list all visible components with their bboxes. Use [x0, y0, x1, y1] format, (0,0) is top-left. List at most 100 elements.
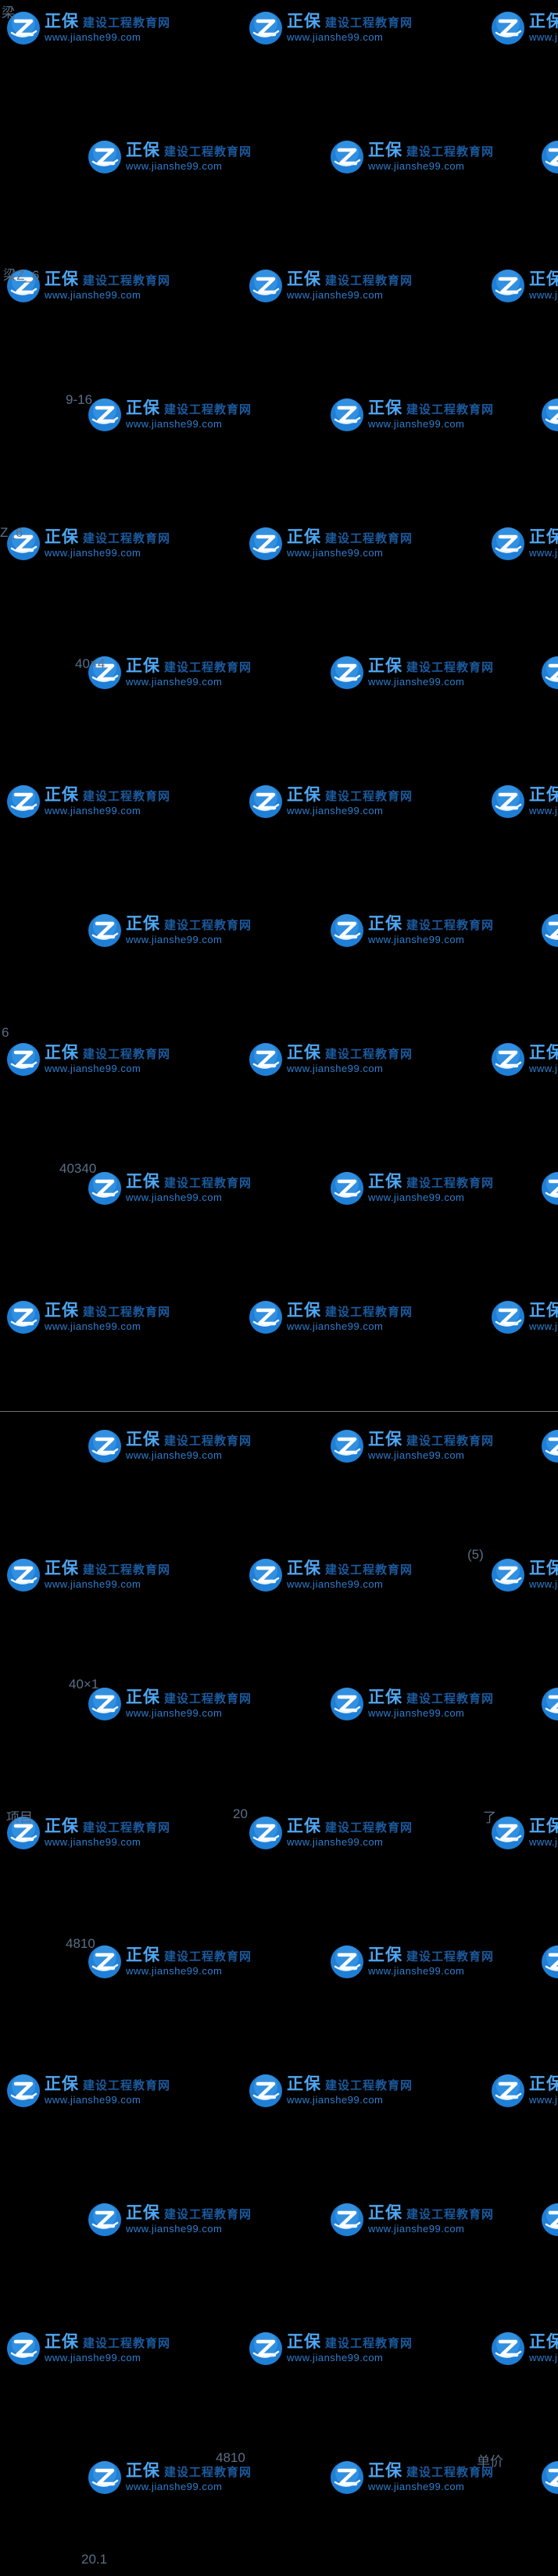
watermark-brand: 正保 — [45, 2074, 79, 2093]
watermark-title-line: 正保 建设工程教育网 — [529, 1302, 558, 1320]
watermark-title-line: 正保 建设工程教育网 — [126, 2204, 252, 2223]
zhengbao-logo-icon — [541, 2460, 558, 2495]
watermark-brand: 正保 — [529, 2332, 558, 2351]
zhengbao-logo-icon — [6, 1816, 41, 1850]
watermark-text: 正保 建设工程教育网 www.jianshe99.com — [368, 1946, 494, 1978]
watermark-text: 正保 建设工程教育网 www.jianshe99.com — [126, 399, 252, 431]
watermark-brand: 正保 — [368, 1430, 402, 1449]
watermark-brand: 正保 — [45, 270, 79, 288]
zhengbao-logo-icon — [541, 1945, 558, 1979]
watermark: 正保 建设工程教育网 www.jianshe99.com — [88, 398, 252, 432]
watermark-url: www.jianshe99.com — [368, 1449, 465, 1462]
watermark: 正保 建设工程教育网 www.jianshe99.com — [541, 913, 558, 948]
watermark-brand: 正保 — [126, 1688, 160, 1706]
watermark-site-name: 建设工程教育网 — [164, 918, 252, 932]
watermark-title-line: 正保 建设工程教育网 — [529, 786, 558, 805]
watermark-brand: 正保 — [287, 1301, 321, 1320]
watermark-url: www.jianshe99.com — [45, 547, 141, 559]
watermark-title-line: 正保 建设工程教育网 — [529, 1560, 558, 1578]
zhengbao-logo-icon — [6, 527, 41, 561]
zhengbao-logo-icon — [249, 784, 283, 819]
watermark-title-line: 正保 建设工程教育网 — [368, 915, 494, 934]
watermark: 正保 建设工程教育网 www.jianshe99.com — [88, 140, 252, 174]
text-fragment: Z_6 — [0, 525, 23, 540]
watermark-text: 正保 建设工程教育网 www.jianshe99.com — [368, 915, 494, 946]
watermark-url: www.jianshe99.com — [126, 2481, 223, 2493]
zhengbao-logo-icon — [491, 1816, 525, 1850]
watermark-title-line: 正保 建设工程教育网 — [368, 1431, 494, 1449]
watermark-text: 正保 建设工程教育网 www.jianshe99.com — [45, 2075, 170, 2106]
watermark-site-name: 建设工程教育网 — [83, 2078, 171, 2092]
watermark-text: 正保 建设工程教育网 www.jianshe99.com — [126, 1688, 252, 1720]
watermark-title-line: 正保 建设工程教育网 — [368, 1173, 494, 1192]
zhengbao-logo-icon — [88, 398, 122, 432]
watermark-url: www.jianshe99.com — [529, 1320, 558, 1333]
watermark-url: www.jianshe99.com — [45, 2352, 141, 2364]
zhengbao-logo-icon — [249, 2331, 283, 2366]
watermark: 正保 建设工程教育网 www.jianshe99.com — [249, 269, 413, 303]
watermark-url: www.jianshe99.com — [287, 1578, 384, 1591]
watermark-text: 正保 建设工程教育网 www.jianshe99.com — [529, 1302, 558, 1333]
watermark-site-name: 建设工程教育网 — [406, 2207, 495, 2221]
watermark-site-name: 建设工程教育网 — [164, 2207, 252, 2221]
zhengbao-logo-icon — [541, 1429, 558, 1463]
watermark: 正保 建设工程教育网 www.jianshe99.com — [330, 1687, 494, 1721]
watermark-url: www.jianshe99.com — [126, 160, 223, 173]
watermark: 正保 建设工程教育网 www.jianshe99.com — [6, 269, 170, 303]
zhengbao-logo-icon — [6, 1558, 41, 1592]
zhengbao-logo-icon — [491, 1042, 525, 1077]
watermark: 正保 建设工程教育网 www.jianshe99.com — [541, 2203, 558, 2237]
watermark-brand: 正保 — [368, 656, 402, 675]
watermark-site-name: 建设工程教育网 — [164, 2465, 252, 2479]
zhengbao-logo-icon — [330, 913, 364, 948]
watermark-url: www.jianshe99.com — [287, 2094, 384, 2106]
watermark-title-line: 正保 建设工程教育网 — [45, 2075, 170, 2094]
watermark-site-name: 建设工程教育网 — [325, 16, 413, 30]
watermark-brand: 正保 — [287, 1559, 321, 1577]
watermark-site-name: 建设工程教育网 — [83, 1047, 171, 1061]
watermark-title-line: 正保 建设工程教育网 — [529, 1044, 558, 1063]
watermark-title-line: 正保 建设工程教育网 — [126, 915, 252, 934]
zhengbao-logo-icon — [330, 1945, 364, 1979]
watermark-brand: 正保 — [287, 2074, 321, 2093]
watermark-title-line: 正保 建设工程教育网 — [287, 1560, 413, 1578]
watermark-brand: 正保 — [126, 2203, 160, 2222]
watermark: 正保 建设工程教育网 www.jianshe99.com — [491, 2074, 558, 2108]
watermark-title-line: 正保 建设工程教育网 — [126, 141, 252, 160]
watermark: 正保 建设工程教育网 www.jianshe99.com — [6, 1558, 170, 1592]
text-fragment: 4810 — [66, 1936, 95, 1951]
watermark-text: 正保 建设工程教育网 www.jianshe99.com — [529, 1044, 558, 1075]
watermark-text: 正保 建设工程教育网 www.jianshe99.com — [287, 528, 413, 559]
watermark-brand: 正保 — [45, 1043, 79, 1062]
watermark: 正保 建设工程教育网 www.jianshe99.com — [88, 1171, 252, 1206]
watermark-url: www.jianshe99.com — [126, 1449, 223, 1462]
watermark-title-line: 正保 建设工程教育网 — [368, 657, 494, 676]
watermark-url: www.jianshe99.com — [126, 934, 223, 946]
watermark-site-name: 建设工程教育网 — [325, 2336, 413, 2350]
watermark-url: www.jianshe99.com — [126, 1707, 223, 1720]
watermark-title-line: 正保 建设工程教育网 — [126, 1688, 252, 1707]
watermark-title-line: 正保 建设工程教育网 — [529, 270, 558, 289]
watermark-brand: 正保 — [529, 527, 558, 546]
watermark: 正保 建设工程教育网 www.jianshe99.com — [541, 1429, 558, 1463]
watermark-title-line: 正保 建设工程教育网 — [287, 270, 413, 289]
watermark: 正保 建设工程教育网 www.jianshe99.com — [541, 656, 558, 690]
watermark-url: www.jianshe99.com — [529, 289, 558, 302]
watermark: 正保 建设工程教育网 www.jianshe99.com — [249, 527, 413, 561]
text-fragment: 梁 — [2, 5, 15, 20]
watermark: 正保 建设工程教育网 www.jianshe99.com — [541, 1171, 558, 1206]
watermark-brand: 正保 — [529, 1817, 558, 1835]
watermark-url: www.jianshe99.com — [529, 805, 558, 817]
watermark-title-line: 正保 建设工程教育网 — [287, 1044, 413, 1063]
watermark-text: 正保 建设工程教育网 www.jianshe99.com — [368, 657, 494, 688]
watermark-text: 正保 建设工程教育网 www.jianshe99.com — [126, 1173, 252, 1204]
watermark-url: www.jianshe99.com — [368, 676, 465, 688]
watermark-site-name: 建设工程教育网 — [83, 16, 171, 30]
zhengbao-logo-icon — [249, 11, 283, 45]
watermark-text: 正保 建设工程教育网 www.jianshe99.com — [287, 786, 413, 817]
watermark-site-name: 建设工程教育网 — [325, 1820, 413, 1835]
watermark-site-name: 建设工程教育网 — [83, 1563, 171, 1577]
watermark-text: 正保 建设工程教育网 www.jianshe99.com — [126, 1431, 252, 1462]
watermark-title-line: 正保 建设工程教育网 — [529, 2075, 558, 2094]
watermark-url: www.jianshe99.com — [529, 2094, 558, 2106]
